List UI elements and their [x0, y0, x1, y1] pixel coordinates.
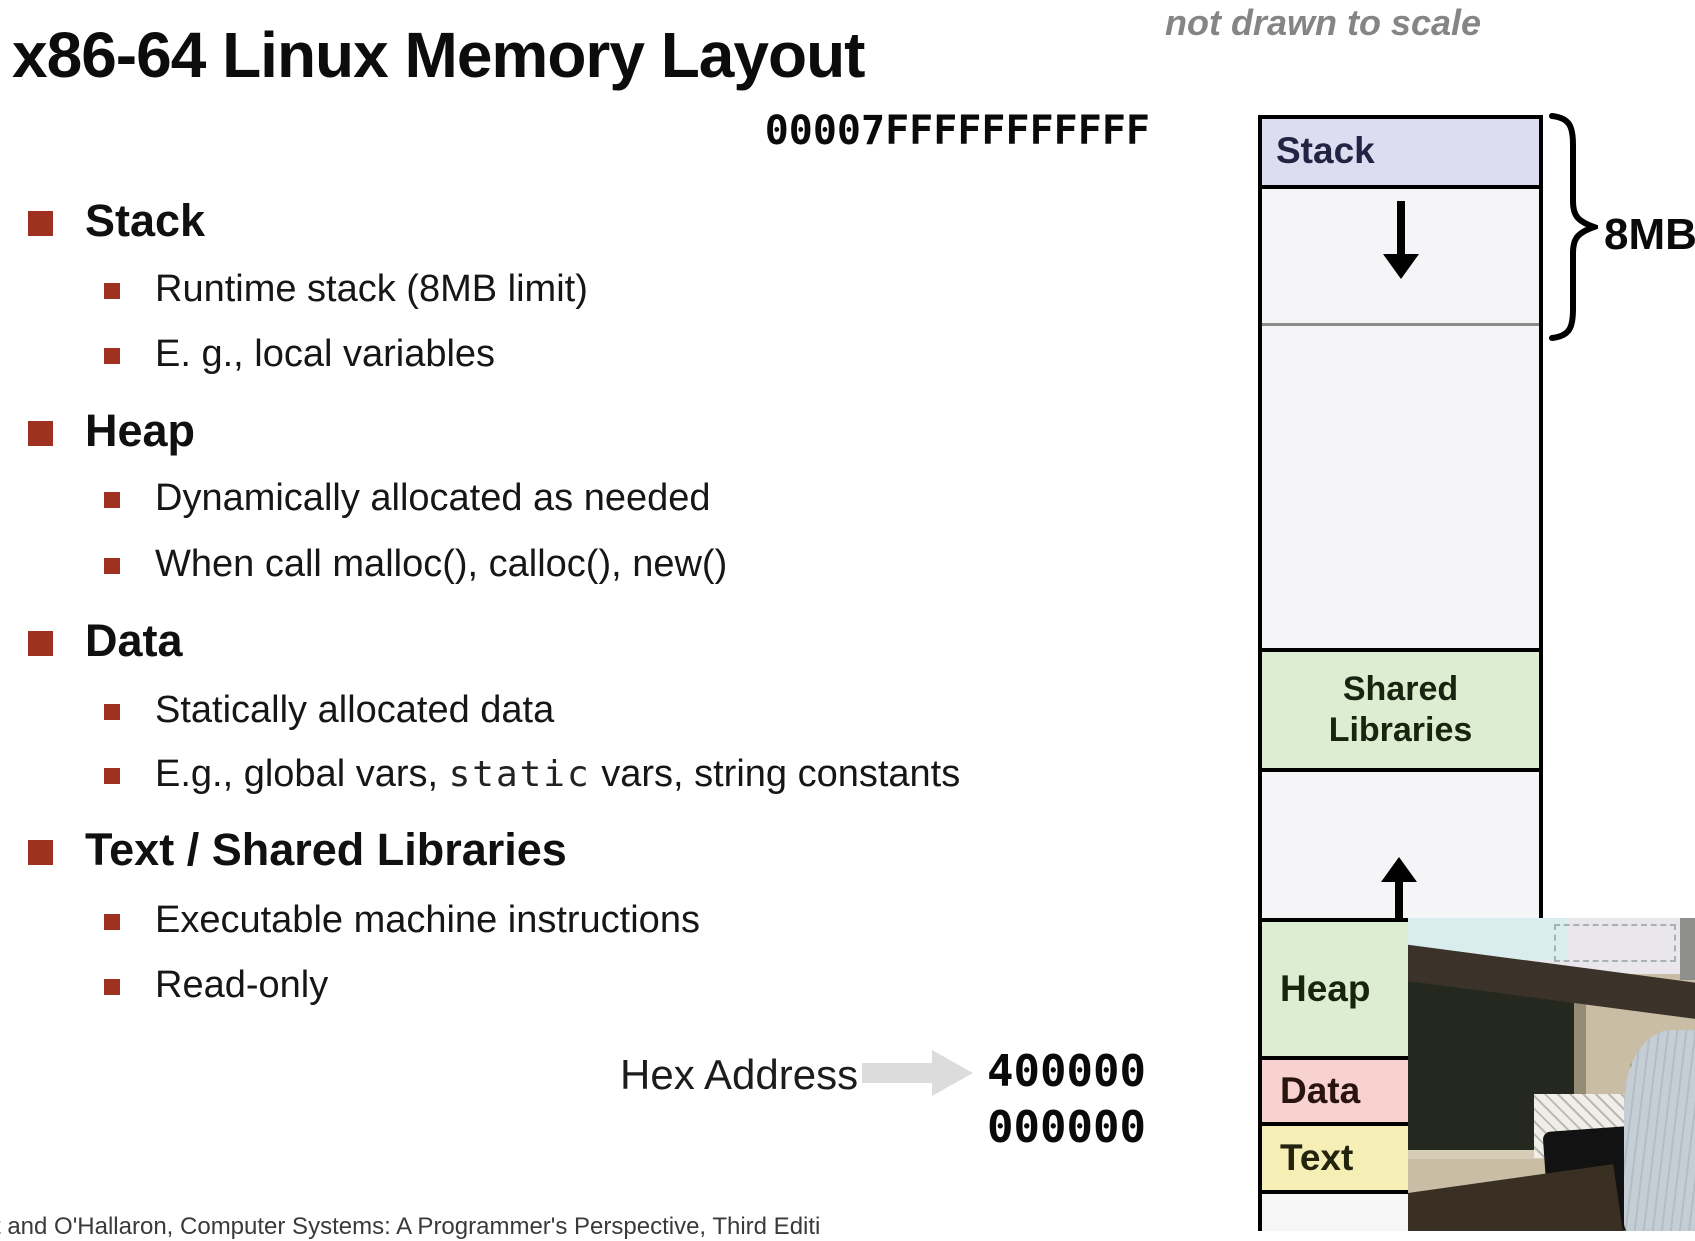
- segment-stack: Stack: [1262, 119, 1539, 189]
- right-block-arrow-icon: [862, 1050, 973, 1096]
- sub-bullet-square-icon: [104, 347, 120, 364]
- text-item-2: Read-only: [104, 963, 328, 1007]
- curly-brace-icon: [1549, 113, 1598, 341]
- scale-note: not drawn to scale: [1164, 2, 1482, 43]
- bullet-text-suffix: vars, string constants: [590, 752, 961, 795]
- section-title: Data: [85, 615, 183, 666]
- slide-title: x86-64 Linux Memory Layout: [12, 19, 865, 91]
- hex-address-label: Hex Address: [620, 1051, 859, 1098]
- stack-item-2: E. g., local variables: [104, 332, 495, 376]
- projected-slide-outline: [1554, 924, 1676, 962]
- sub-bullet-square-icon: [104, 557, 120, 574]
- heap-item-2: When call malloc(), calloc(), new(): [104, 542, 727, 586]
- bullet-text: E.g., global vars, static vars, string c…: [155, 753, 960, 796]
- down-arrow-icon: [1397, 201, 1405, 256]
- section-data-heading: Data: [28, 615, 183, 667]
- bullet-text: Read-only: [155, 963, 329, 1006]
- bullet-square-icon: [28, 630, 53, 656]
- segment-shared-libraries: Shared Libraries: [1262, 652, 1539, 772]
- stack-size-label: 8MB: [1604, 210, 1695, 259]
- text-item-1: Executable machine instructions: [104, 898, 700, 942]
- segment-shared-label: Shared Libraries: [1328, 670, 1473, 749]
- bullet-text: E. g., local variables: [155, 332, 496, 375]
- section-heap-heading: Heap: [28, 405, 195, 457]
- webcam-video-overlay: [1408, 918, 1695, 1231]
- up-arrow-icon: [1395, 880, 1403, 918]
- heap-item-1: Dynamically allocated as needed: [104, 476, 711, 520]
- data-item-2: E.g., global vars, static vars, string c…: [104, 752, 960, 796]
- section-title: Text / Shared Libraries: [85, 824, 567, 875]
- sub-bullet-square-icon: [104, 491, 120, 508]
- bullet-text: Runtime stack (8MB limit): [155, 267, 588, 310]
- base-address-line1: 400000: [987, 1046, 1146, 1097]
- top-hex-address: 00007FFFFFFFFFFF: [764, 108, 1150, 154]
- sub-bullet-square-icon: [104, 978, 120, 995]
- up-arrow-head-icon: [1381, 857, 1417, 882]
- data-item-1: Statically allocated data: [104, 688, 554, 732]
- citation-text: t and O'Hallaron, Computer Systems: A Pr…: [0, 1213, 821, 1240]
- stack-item-1: Runtime stack (8MB limit): [104, 267, 588, 311]
- sub-bullet-square-icon: [104, 282, 120, 299]
- section-title: Heap: [85, 405, 196, 456]
- base-hex-address: 400000 000000: [986, 1044, 1146, 1156]
- bullet-text: Dynamically allocated as needed: [155, 476, 711, 519]
- instructor: [1624, 1030, 1695, 1231]
- chalk-tray: [1408, 1150, 1574, 1159]
- sub-bullet-square-icon: [104, 703, 120, 720]
- bullet-text: When call malloc(), calloc(), new(): [155, 542, 728, 585]
- down-arrow-head-icon: [1383, 254, 1419, 279]
- bullet-square-icon: [28, 420, 53, 446]
- segment-stack-label: Stack: [1276, 130, 1375, 171]
- bullet-text: Executable machine instructions: [155, 898, 700, 941]
- desk-surface: [1408, 1164, 1627, 1231]
- segment-stack-growth: [1262, 189, 1539, 326]
- screen-edge: [1680, 918, 1695, 980]
- segment-data-label: Data: [1280, 1070, 1361, 1111]
- bullet-square-icon: [28, 839, 53, 865]
- segment-heap-growth: [1262, 772, 1539, 922]
- bullet-text: Statically allocated data: [155, 688, 555, 731]
- bullet-text-prefix: E.g., global vars,: [155, 752, 449, 795]
- section-text-heading: Text / Shared Libraries: [28, 824, 567, 876]
- sub-bullet-square-icon: [104, 913, 120, 930]
- segment-heap-label: Heap: [1280, 968, 1371, 1009]
- section-title: Stack: [85, 195, 206, 246]
- bullet-square-icon: [28, 210, 53, 236]
- section-stack-heading: Stack: [28, 195, 205, 247]
- segment-text-label: Text: [1280, 1137, 1354, 1178]
- base-address-line2: 000000: [987, 1102, 1146, 1153]
- sub-bullet-square-icon: [104, 767, 120, 784]
- segment-unmapped-upper: [1262, 326, 1539, 652]
- static-keyword-code: static: [448, 753, 591, 795]
